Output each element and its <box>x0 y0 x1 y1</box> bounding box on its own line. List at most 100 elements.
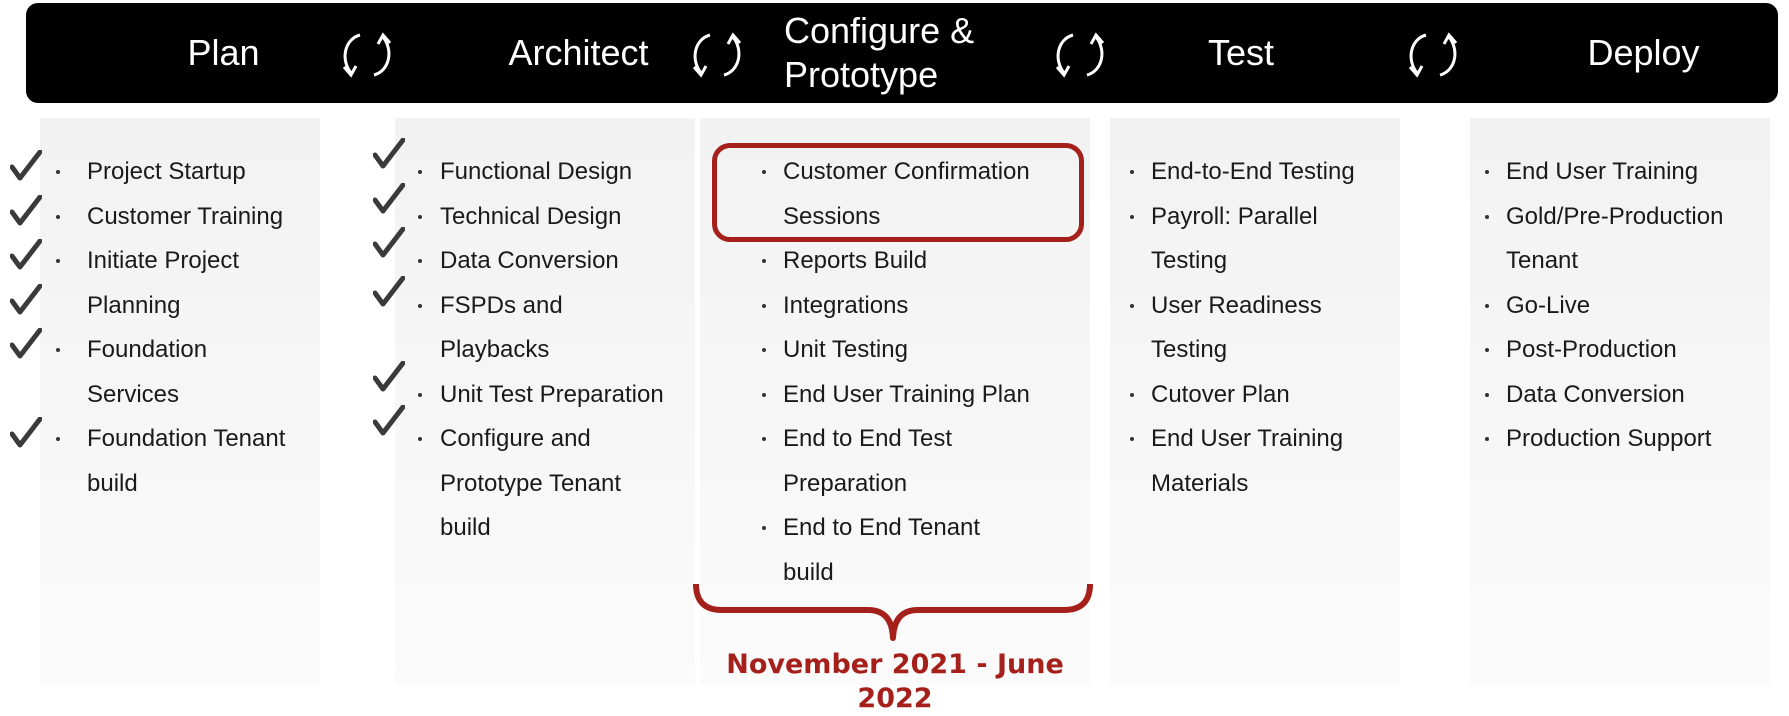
task-label: Functional Design <box>440 158 633 185</box>
list-item: User Readiness <box>1110 284 1440 329</box>
bullet-icon <box>418 170 422 174</box>
list-item: End User Training <box>1460 150 1780 195</box>
task-label: End-to-End Testing <box>1151 158 1355 185</box>
task-label: Services <box>87 380 180 408</box>
task-label: End to End Test <box>783 425 953 452</box>
task-label: Post-Production <box>1506 336 1677 363</box>
list-item: Materials <box>1110 462 1440 507</box>
cycle-arrows-icon <box>1055 32 1105 78</box>
task-label: User Readiness <box>1151 291 1322 319</box>
bullet-icon <box>1130 303 1134 308</box>
list-item: Testing <box>1110 239 1440 284</box>
bullet-icon <box>1130 392 1134 397</box>
bullet-icon <box>1130 214 1134 219</box>
bullet-icon <box>762 259 766 263</box>
list-item: Unit Testing <box>700 328 1090 373</box>
checkmark-icon <box>10 194 42 225</box>
list-item: Foundation <box>0 328 330 373</box>
task-label: Go-Live <box>1506 291 1591 319</box>
bullet-icon <box>418 259 422 263</box>
list-item: End User Training Plan <box>700 373 1090 418</box>
list-item: Payroll: Parallel <box>1110 195 1440 240</box>
list-item: Playbacks <box>355 328 695 373</box>
list-item: Prototype Tenant <box>355 462 695 507</box>
task-label: Sessions <box>783 202 881 230</box>
list-item: Cutover Plan <box>1110 373 1440 418</box>
list-item: Reports Build <box>700 239 1090 284</box>
checkmark-icon <box>10 328 42 359</box>
bullet-icon <box>56 348 60 352</box>
phase-configure-prototype: Configure & Prototype <box>784 10 975 95</box>
column-background-plan <box>40 118 320 685</box>
checkmark-icon <box>373 275 405 306</box>
bullet-icon <box>56 170 60 174</box>
list-item: Data Conversion <box>355 227 695 284</box>
task-label: Preparation <box>783 469 908 497</box>
bullet-icon <box>762 170 766 174</box>
bullet-icon <box>56 437 60 441</box>
task-label: FSPDs and <box>440 291 563 319</box>
column-background-architect <box>395 118 695 685</box>
task-label: Reports Build <box>783 247 928 274</box>
column-background-deploy <box>1470 118 1770 685</box>
list-item: Configure and <box>355 405 695 462</box>
list-item: Initiate Project <box>0 239 330 284</box>
bullet-icon <box>762 303 766 308</box>
task-label: Customer Confirmation <box>783 158 1030 185</box>
bullet-icon <box>1485 214 1489 219</box>
task-label: Project Startup <box>87 158 246 185</box>
cycle-arrows-icon <box>342 32 392 78</box>
task-label: End User Training <box>1506 158 1699 185</box>
list-item: Technical Design <box>355 182 695 240</box>
task-label: Data Conversion <box>440 247 619 274</box>
task-label: Initiate Project <box>87 247 240 274</box>
task-label: Tenant <box>1506 247 1579 274</box>
bullet-icon <box>1130 170 1134 174</box>
checkmark-icon <box>10 417 42 448</box>
list-item: Services <box>0 373 330 418</box>
phase-plan: Plan <box>187 32 260 73</box>
bullet-icon <box>762 437 766 441</box>
checkmark-icon <box>373 182 405 213</box>
current-focus-highlight <box>712 143 1084 242</box>
list-item: Integrations <box>700 284 1090 329</box>
task-label: Integrations <box>783 291 909 319</box>
list-item: Project Startup <box>0 150 330 195</box>
list-item: build <box>355 506 695 551</box>
task-label: Production Support <box>1506 425 1712 452</box>
bullet-icon <box>418 214 422 219</box>
phase-bar: Plan Architect Configure & Prototype Tes… <box>26 3 1778 103</box>
bullet-icon <box>1485 303 1489 308</box>
list-item: End to End Test <box>700 417 1090 462</box>
task-label: Customer Training <box>87 202 284 230</box>
bullet-icon <box>762 526 766 530</box>
task-label: Data Conversion <box>1506 380 1685 408</box>
task-label: Foundation <box>87 336 208 363</box>
timeline-label: November 2021 - June 2022 <box>726 649 1064 714</box>
phase-architect: Architect <box>508 32 649 73</box>
list-item: Unit Test Preparation <box>355 360 695 418</box>
bullet-icon <box>1485 170 1489 174</box>
task-label: Cutover Plan <box>1151 380 1290 408</box>
list-item: End to End Tenant <box>700 506 1090 551</box>
bullet-icon <box>762 348 766 352</box>
task-label: Prototype Tenant <box>440 469 622 497</box>
bullet-icon <box>1485 348 1489 352</box>
bullet-icon <box>762 392 766 397</box>
list-item: Preparation <box>700 462 1090 507</box>
task-label: Planning <box>87 291 181 319</box>
task-label: End User Training Plan <box>783 380 1030 408</box>
list-item: Foundation Tenant <box>0 417 330 462</box>
task-label: build <box>87 469 138 497</box>
bullet-icon <box>1485 437 1489 441</box>
list-item: End User Training <box>1110 417 1440 462</box>
list-item: build <box>0 462 330 507</box>
list-item: Post-Production <box>1460 328 1780 373</box>
task-label: Technical Design <box>440 202 622 230</box>
list-item: Data Conversion <box>1460 373 1780 418</box>
list-item: FSPDs and <box>355 275 695 329</box>
checkmark-icon <box>373 360 405 391</box>
phase-deploy: Deploy <box>1587 32 1700 73</box>
cycle-arrows-icon <box>1408 32 1458 78</box>
